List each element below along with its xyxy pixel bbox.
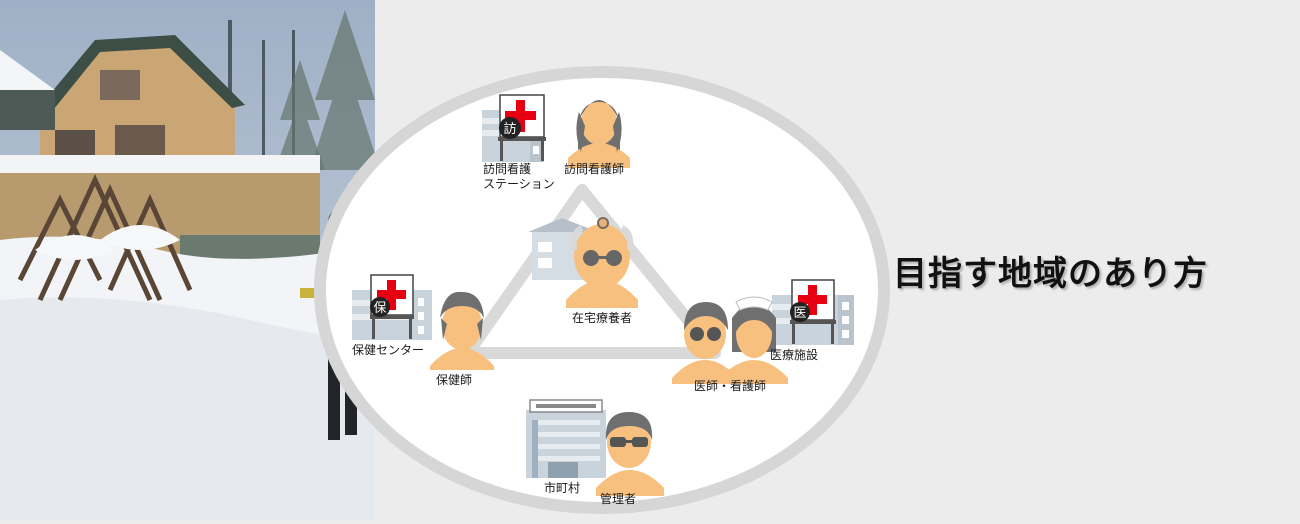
visiting-station-label-line1: 訪問看護 — [483, 162, 532, 176]
public-health-nurse-label: 保健師 — [435, 373, 473, 387]
medical-facility-building-icon — [772, 279, 854, 345]
home-patient-person-icon — [566, 217, 638, 308]
medical-facility-badge: 医 — [793, 306, 806, 321]
municipality-label: 市町村 — [544, 481, 581, 495]
visiting-station-badge: 訪 — [503, 121, 516, 137]
administrator-person-icon — [596, 412, 664, 496]
medical-facility-label: 医療施設 — [770, 348, 819, 362]
doctor-person-icon — [672, 302, 738, 384]
snow-scene-photo — [0, 0, 375, 520]
page-heading: 目指す地域のあり方 — [893, 254, 1208, 294]
visiting-nurse-label: 訪問看護師 — [564, 162, 625, 176]
visiting-nurse-person-icon — [568, 100, 630, 168]
home-patient-label: 在宅療養者 — [571, 311, 633, 325]
visiting-station-label: 訪問看護 ステーション — [483, 162, 555, 192]
municipality-building-icon — [526, 399, 606, 478]
administrator-label: 管理者 — [600, 492, 637, 506]
health-center-badge: 保 — [373, 301, 386, 316]
health-center-label: 保健センター — [352, 343, 425, 357]
visiting-station-label-line2: ステーション — [483, 177, 555, 191]
health-center-building-icon — [352, 274, 432, 340]
diagram-graphics: 訪 保 医 — [314, 66, 890, 514]
nurse-person-icon — [720, 296, 788, 384]
community-care-diagram: 訪 保 医 訪問看護 ステーション 訪問看護師 在宅療養者 保健センター 保健師… — [300, 0, 920, 520]
connection-triangle — [462, 184, 721, 359]
doctor-nurse-label: 医師・看護師 — [693, 379, 767, 393]
visiting-station-building-icon — [482, 94, 546, 162]
public-health-nurse-person-icon — [430, 291, 494, 370]
